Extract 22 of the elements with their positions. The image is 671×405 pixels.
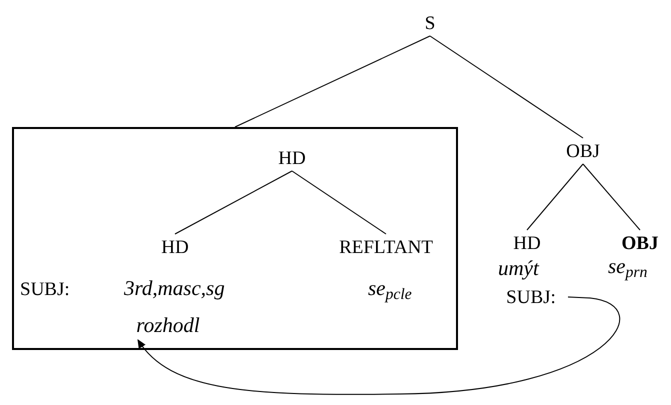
tree-branch	[430, 36, 584, 138]
tree-branch	[526, 164, 584, 230]
reference-arrow	[137, 296, 620, 395]
tree-node-label: HD	[153, 234, 197, 260]
feature-label: SUBJ:	[20, 278, 70, 302]
tree-branch	[582, 164, 640, 230]
tree-branch	[174, 170, 292, 234]
word-form: se$_{pcle}$	[368, 275, 412, 302]
word-form: umýt	[498, 255, 539, 282]
tree-node-label: HD	[505, 230, 549, 256]
tree-node-label: REFLTANT	[328, 234, 444, 260]
tree-node-label: OBJ	[616, 230, 664, 256]
bracket-box	[12, 127, 458, 350]
tree-node-label: OBJ	[560, 138, 606, 164]
word-form: se$_{prn}$	[608, 253, 648, 280]
tree-node-label: S	[412, 10, 448, 36]
tree-node-label: rozhodl	[126, 310, 210, 340]
tree-node-label: HD	[270, 145, 314, 171]
feature-value: 3rd,masc,sg	[124, 275, 225, 302]
tree-node-label: SUBJ:	[494, 284, 568, 310]
tree-branch	[292, 170, 386, 234]
tree-branch	[234, 36, 430, 128]
